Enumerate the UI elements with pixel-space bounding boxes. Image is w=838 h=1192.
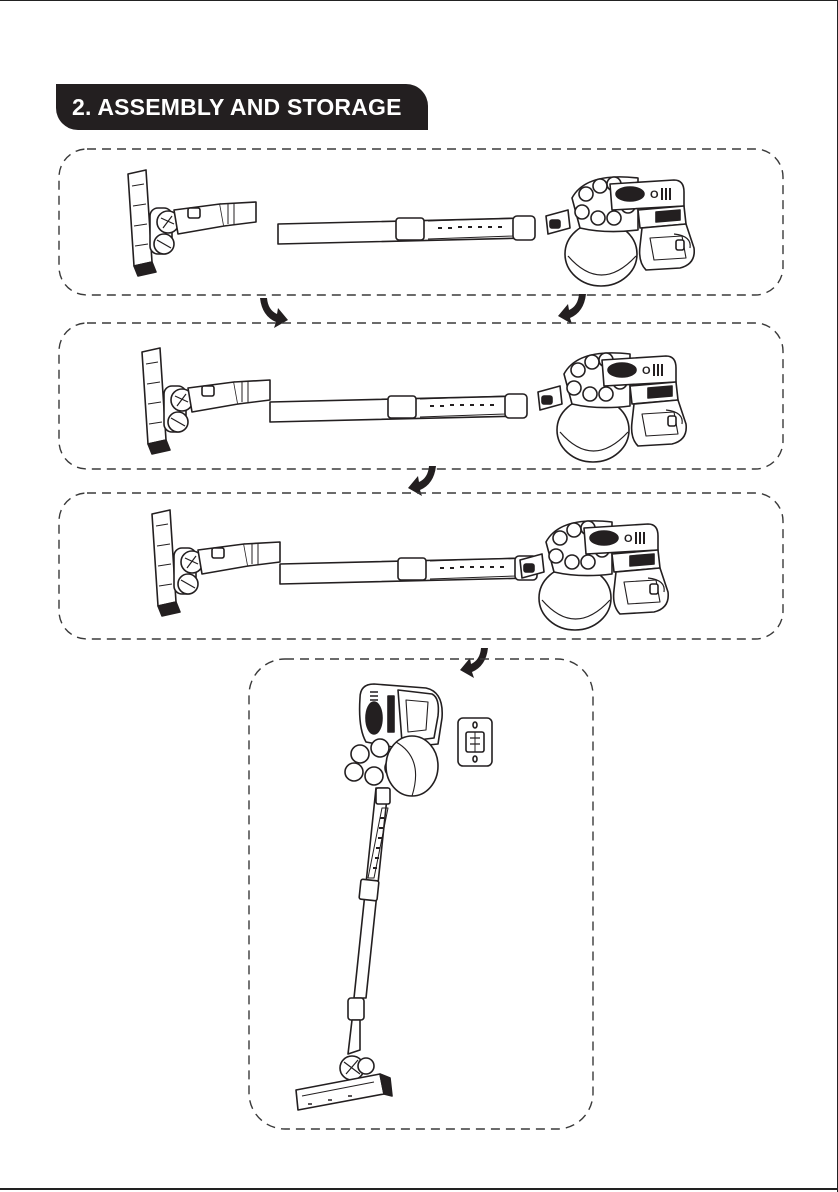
step-2-floor-brush-illustration bbox=[142, 348, 270, 454]
step-3-tube-illustration bbox=[280, 556, 537, 584]
step-1-floor-brush-illustration bbox=[128, 170, 256, 276]
step-2-tube-illustration bbox=[270, 394, 527, 422]
step-3-motor-unit-illustration bbox=[520, 521, 668, 630]
section-heading-text: 2. ASSEMBLY AND STORAGE bbox=[72, 84, 428, 130]
step-1-panel bbox=[58, 148, 786, 298]
step-4-panel bbox=[248, 658, 596, 1132]
step-2-motor-unit-illustration bbox=[538, 353, 686, 462]
wall-bracket-icon bbox=[458, 718, 492, 766]
page-border-bottom bbox=[0, 1188, 838, 1190]
page-border-top bbox=[0, 0, 838, 1]
section-heading: 2. ASSEMBLY AND STORAGE bbox=[56, 84, 428, 130]
step-3-floor-brush-illustration bbox=[152, 510, 280, 616]
step-4-vacuum-illustration bbox=[296, 684, 442, 1110]
step-3-panel bbox=[58, 492, 786, 642]
step-2-panel bbox=[58, 322, 786, 472]
step-1-tube-illustration bbox=[278, 216, 535, 244]
step-1-motor-unit-illustration bbox=[546, 177, 694, 286]
